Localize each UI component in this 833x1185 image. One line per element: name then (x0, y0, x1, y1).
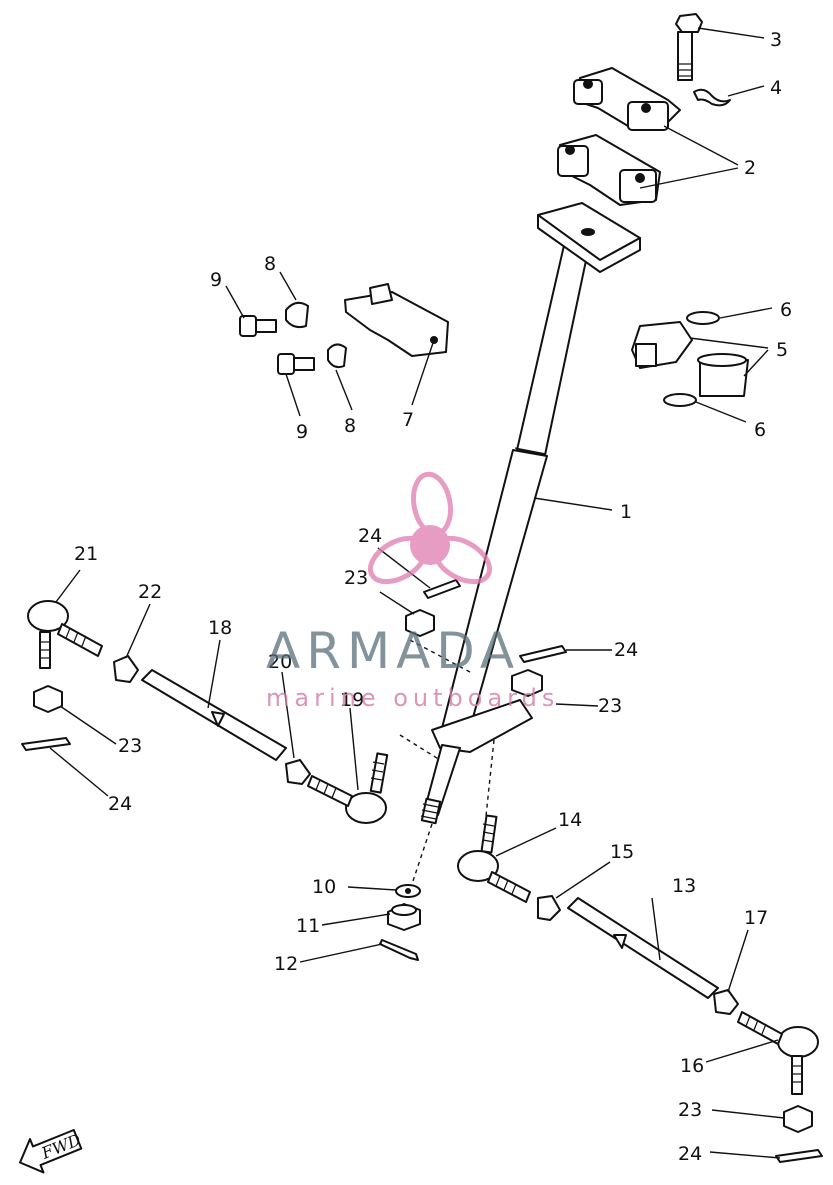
nut-11 (387, 903, 421, 931)
callout-24d: 24 (678, 1143, 702, 1165)
callout-2: 2 (744, 157, 756, 179)
castle-nut-23-right (511, 669, 543, 697)
ball-joint-19 (307, 752, 389, 824)
bolt-3 (675, 13, 703, 81)
cotter-pin-24-left (21, 737, 71, 751)
callout-21: 21 (74, 543, 98, 565)
callout-18: 18 (208, 617, 232, 639)
callout-7: 7 (402, 409, 414, 431)
castle-nut-23-center (405, 609, 435, 637)
callout-23c: 23 (118, 735, 142, 757)
callout-3: 3 (770, 29, 782, 51)
tie-rod-18 (141, 669, 287, 761)
castle-nut-23-left (33, 685, 63, 713)
clip-4 (693, 88, 731, 107)
callout-8b: 8 (344, 415, 356, 437)
callout-14: 14 (558, 809, 582, 831)
callout-6b: 6 (754, 419, 766, 441)
nut-22 (113, 655, 139, 683)
callout-5: 5 (776, 339, 788, 361)
holder-lower (557, 134, 661, 206)
callout-9: 9 (210, 269, 222, 291)
callout-9b: 9 (296, 421, 308, 443)
cotter-pin-24-far-right (775, 1149, 823, 1163)
bolt-9-upper (239, 315, 277, 337)
tie-rod-13 (567, 897, 719, 999)
callout-6: 6 (780, 299, 792, 321)
callout-20: 20 (268, 651, 292, 673)
nut-15 (537, 895, 561, 921)
callout-23a: 23 (344, 567, 368, 589)
armada-watermark: ARMADA marine outboards (266, 471, 559, 712)
callout-15: 15 (610, 841, 634, 863)
callout-labels: 1 2 3 4 5 6 6 7 8 8 9 9 10 11 12 13 14 1… (74, 29, 792, 1165)
callout-24a: 24 (358, 525, 382, 547)
watermark-brand: ARMADA (266, 622, 520, 680)
callout-23b: 23 (598, 695, 622, 717)
nut-17 (713, 989, 739, 1015)
clamp-8-upper (285, 301, 309, 329)
washer-6-upper (686, 311, 720, 325)
ball-joint-16 (737, 1011, 819, 1095)
ball-joint-21 (27, 600, 103, 669)
callout-24c: 24 (108, 793, 132, 815)
callout-16: 16 (680, 1055, 704, 1077)
ball-joint-14 (457, 814, 531, 903)
shaft-top-flange (537, 202, 641, 273)
callout-10: 10 (312, 876, 336, 898)
callout-24b: 24 (614, 639, 638, 661)
nut-20 (285, 759, 311, 785)
castle-nut-23-far-right (783, 1105, 813, 1133)
fwd-direction-marker: FWD (19, 1128, 84, 1174)
callout-1: 1 (620, 501, 632, 523)
bracket-7 (344, 283, 449, 357)
propeller-logo-icon (368, 471, 492, 585)
callout-23d: 23 (678, 1099, 702, 1121)
callout-4: 4 (770, 77, 782, 99)
callout-22: 22 (138, 581, 162, 603)
callout-17: 17 (744, 907, 768, 929)
watermark-tagline: marine outboards (266, 684, 559, 712)
steering-shaft (420, 227, 593, 825)
holder-upper (573, 67, 681, 131)
callout-11: 11 (296, 915, 320, 937)
cotter-pin-24-right (519, 645, 567, 663)
cotter-pin-12 (379, 939, 419, 961)
cotter-pin-24-center (423, 579, 461, 599)
clamp-8-lower (327, 343, 347, 369)
fwd-arrow-icon (19, 1128, 83, 1174)
callout-8: 8 (264, 253, 276, 275)
bolt-9-lower (277, 353, 315, 375)
leader-lines (49, 27, 785, 1159)
callout-12: 12 (274, 953, 298, 975)
washer-6-lower (663, 393, 697, 407)
callout-19: 19 (340, 689, 364, 711)
bushing-5 (631, 321, 749, 397)
callout-13: 13 (672, 875, 696, 897)
